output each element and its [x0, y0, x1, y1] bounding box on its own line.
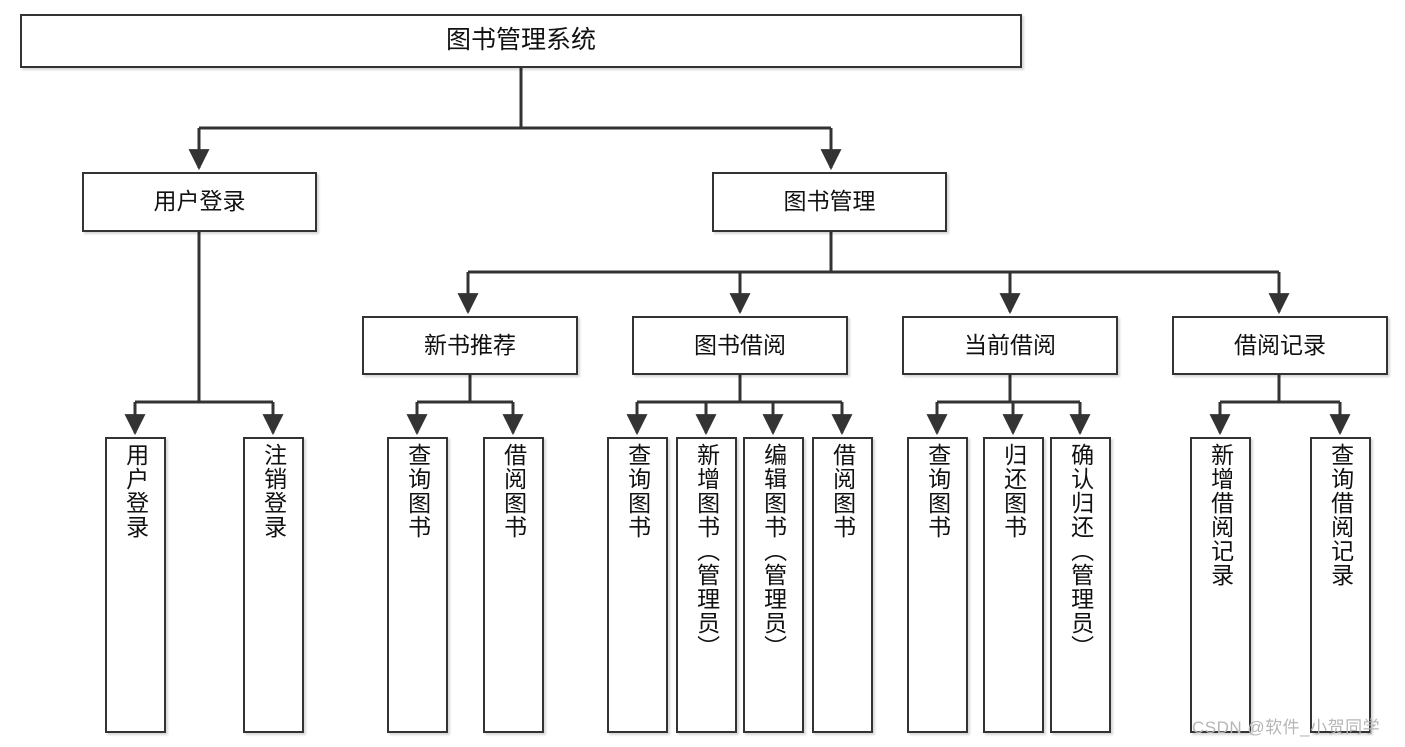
csdn-watermark: CSDN @软件_小贺同学 — [1192, 718, 1381, 737]
leaf-confirm-return-admin[interactable]: 确认归还（管理员） — [1050, 437, 1111, 733]
leaf-label: 查询图书 — [404, 443, 431, 539]
leaf-user-login[interactable]: 用户登录 — [105, 437, 166, 733]
leaf-return-book[interactable]: 归还图书 — [983, 437, 1044, 733]
node-book-management-label: 图书管理 — [783, 188, 876, 215]
leaf-label: 归还图书 — [1000, 443, 1027, 539]
leaf-label: 确认归还（管理员） — [1067, 443, 1094, 659]
leaf-add-borrow-record[interactable]: 新增借阅记录 — [1190, 437, 1251, 733]
leaf-label: 查询借阅记录 — [1327, 443, 1354, 587]
leaf-label: 借阅图书 — [829, 443, 856, 539]
node-new-book-recommend-label: 新书推荐 — [424, 331, 516, 358]
node-new-book-recommend[interactable]: 新书推荐 — [362, 316, 578, 375]
node-book-borrow-label: 图书借阅 — [694, 331, 786, 358]
leaf-label: 借阅图书 — [500, 443, 527, 539]
leaf-logout[interactable]: 注销登录 — [243, 437, 304, 733]
leaf-query-book-borrow[interactable]: 查询图书 — [607, 437, 668, 733]
node-book-borrow[interactable]: 图书借阅 — [632, 316, 848, 375]
node-current-borrow[interactable]: 当前借阅 — [902, 316, 1118, 375]
leaf-label: 用户登录 — [122, 443, 149, 539]
node-user-login-label: 用户登录 — [153, 188, 246, 215]
leaf-query-book-recommend[interactable]: 查询图书 — [387, 437, 448, 733]
node-book-management[interactable]: 图书管理 — [712, 172, 947, 232]
leaf-label: 查询图书 — [924, 443, 951, 539]
leaf-label: 注销登录 — [260, 443, 287, 539]
leaf-add-book-admin[interactable]: 新增图书（管理员） — [676, 437, 737, 733]
leaf-label: 新增借阅记录 — [1207, 443, 1234, 587]
leaf-borrow-book[interactable]: 借阅图书 — [812, 437, 873, 733]
node-user-login[interactable]: 用户登录 — [82, 172, 317, 232]
leaf-query-borrow-record[interactable]: 查询借阅记录 — [1310, 437, 1371, 733]
leaf-label: 新增图书（管理员） — [693, 443, 720, 659]
node-current-borrow-label: 当前借阅 — [964, 331, 1056, 358]
leaf-edit-book-admin[interactable]: 编辑图书（管理员） — [743, 437, 804, 733]
node-root-label: 图书管理系统 — [445, 26, 596, 55]
node-borrow-record-label: 借阅记录 — [1234, 331, 1326, 358]
leaf-borrow-book-recommend[interactable]: 借阅图书 — [483, 437, 544, 733]
node-root[interactable]: 图书管理系统 — [20, 14, 1022, 68]
leaf-label: 编辑图书（管理员） — [760, 443, 787, 659]
node-borrow-record[interactable]: 借阅记录 — [1172, 316, 1388, 375]
leaf-label: 查询图书 — [624, 443, 651, 539]
leaf-query-book-current[interactable]: 查询图书 — [907, 437, 968, 733]
